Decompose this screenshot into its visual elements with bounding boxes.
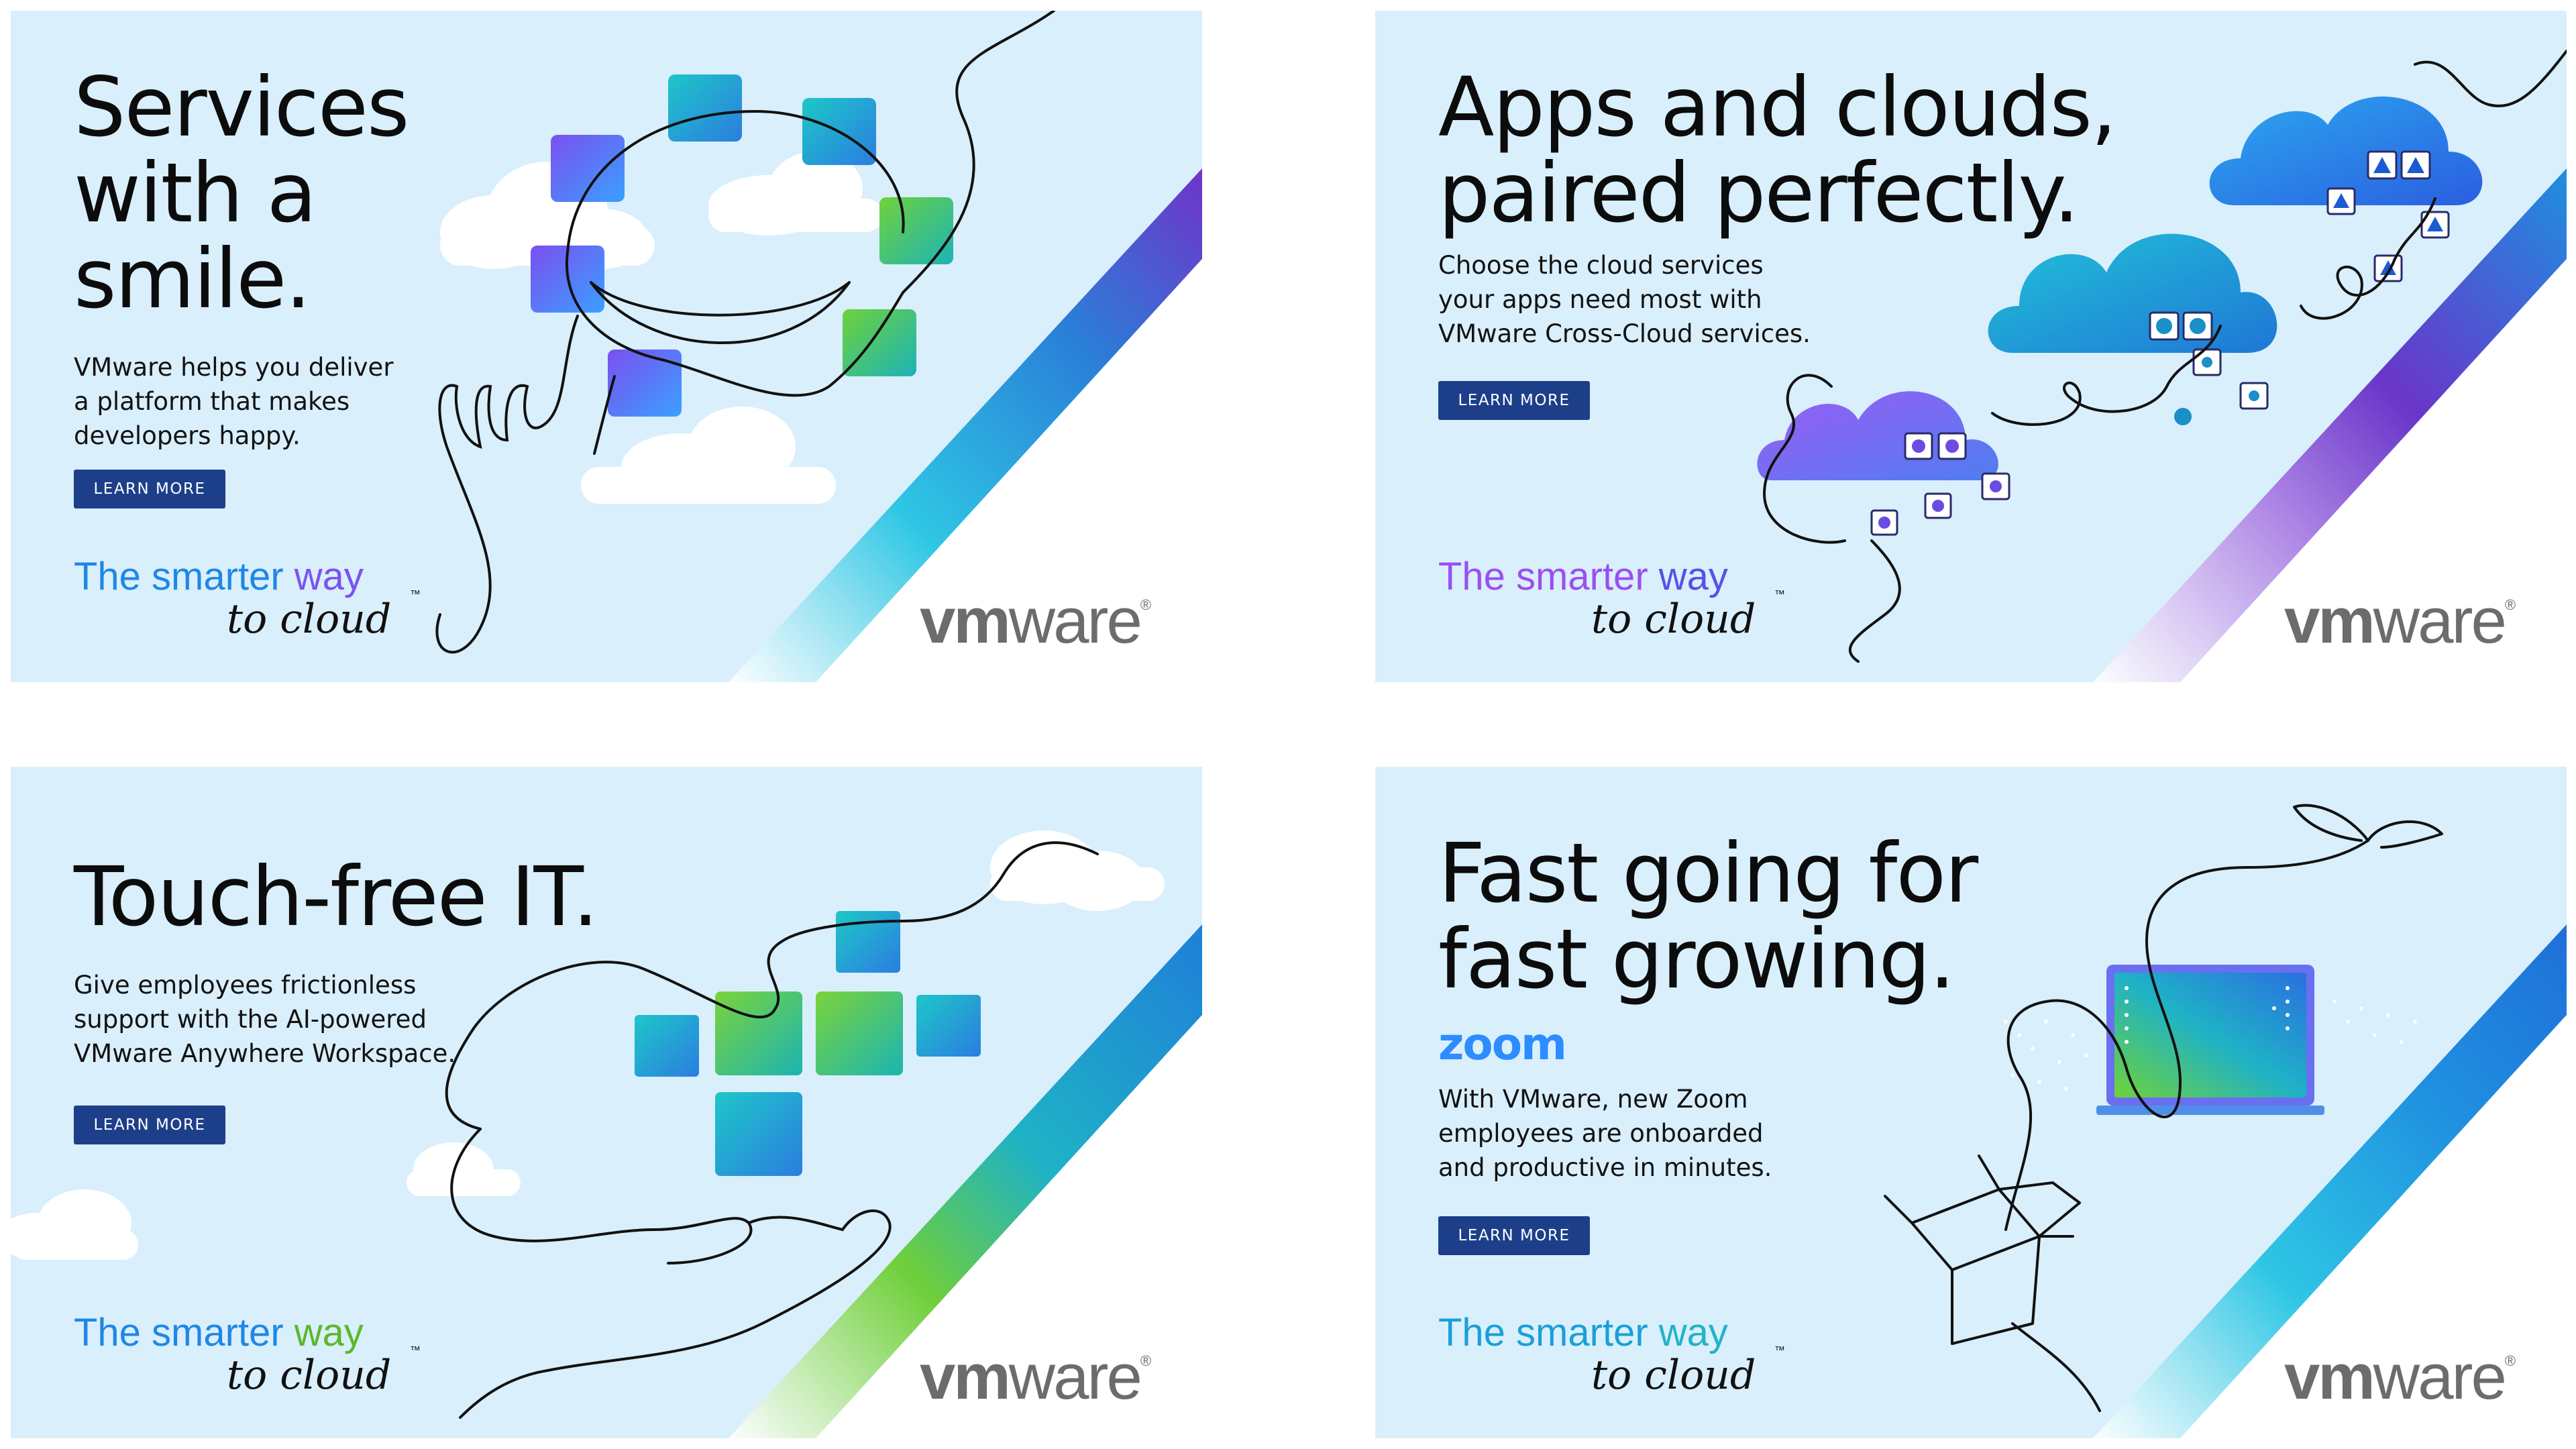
- corner-panel: [816, 259, 1202, 682]
- banner-illustration: [11, 830, 1202, 1438]
- body-copy: VMware helps you deliver a platform that…: [74, 353, 394, 450]
- tagline-accent: way: [294, 1311, 364, 1354]
- tagline-part: The smarter: [1438, 555, 1659, 598]
- vmware-logo: vmware®: [2284, 1340, 2516, 1414]
- corner-panel: [816, 1015, 1202, 1438]
- learn-more-button[interactable]: LEARN MORE: [1438, 381, 1590, 420]
- diagonal-stripe: [729, 924, 1202, 1438]
- tagline-smarter-way: The smarter way: [74, 554, 364, 599]
- headline: Apps and clouds, paired perfectly.: [1438, 60, 2117, 241]
- app-tiles: [635, 911, 981, 1176]
- screen-dots: [2125, 986, 2290, 1044]
- tagline-to-cloud: to cloud: [1591, 1352, 1756, 1399]
- cloud-shapes: [440, 152, 883, 504]
- logo-reg: ®: [1140, 596, 1152, 613]
- vmware-logo: vmware®: [2284, 584, 2516, 658]
- learn-more-button[interactable]: LEARN MORE: [1438, 1216, 1590, 1255]
- tagline-to-cloud: to cloud: [227, 1352, 392, 1399]
- tagline-part: The smarter: [1438, 1311, 1659, 1354]
- corner-panel: [2180, 1015, 2567, 1438]
- banner-apps-and-clouds: Apps and clouds, paired perfectly. Choos…: [1375, 11, 2567, 682]
- diagonal-stripe: [729, 168, 1202, 682]
- tagline-smarter-way: The smarter way: [1438, 1310, 1728, 1355]
- trademark: ™: [1774, 1345, 1785, 1356]
- banner-touch-free-it: Touch-free IT. Give employees frictionle…: [11, 767, 1202, 1438]
- logo-ware: ware: [2373, 585, 2507, 657]
- trademark: ™: [410, 589, 421, 600]
- logo-reg: ®: [2504, 1352, 2516, 1369]
- learn-more-button[interactable]: LEARN MORE: [74, 470, 225, 508]
- zoom-logo: zoom: [1438, 1018, 1567, 1070]
- app-tiles: [531, 74, 953, 417]
- logo-ware: ware: [1008, 585, 1142, 657]
- tagline-part: The smarter: [74, 1311, 294, 1354]
- trademark: ™: [1774, 589, 1785, 600]
- headline: Touch-free IT.: [74, 849, 598, 945]
- corner-panel: [2180, 259, 2567, 682]
- laptop: [2096, 965, 2324, 1115]
- tagline-smarter-way: The smarter way: [74, 1310, 364, 1355]
- icon-glyphs: [1878, 157, 2443, 529]
- logo-ware: ware: [1008, 1341, 1142, 1413]
- line-art-box-wings: [1884, 804, 2443, 1412]
- diagonal-stripe: [2093, 924, 2567, 1438]
- vmware-logo: vmware®: [920, 1340, 1151, 1414]
- banner-fast-going-for-fast-growing: Fast going for fast growing. zoom With V…: [1375, 767, 2567, 1438]
- tagline-to-cloud: to cloud: [1591, 596, 1756, 643]
- body-copy: With VMware, new Zoom employees are onbo…: [1438, 1085, 1772, 1182]
- tagline-accent: way: [294, 555, 364, 598]
- tagline-part: The smarter: [74, 555, 294, 598]
- vmware-logo: vmware®: [920, 584, 1151, 658]
- banner-illustration: [1884, 804, 2567, 1438]
- logo-vm: vm: [2284, 1341, 2375, 1413]
- body-copy: Choose the cloud services your apps need…: [1438, 251, 1811, 348]
- logo-ware: ware: [2373, 1341, 2507, 1413]
- tagline-smarter-way: The smarter way: [1438, 554, 1728, 599]
- logo-vm: vm: [920, 1341, 1011, 1413]
- tagline-to-cloud: to cloud: [227, 596, 392, 643]
- learn-more-button[interactable]: LEARN MORE: [74, 1106, 225, 1144]
- logo-vm: vm: [920, 585, 1011, 657]
- line-art-hand: [445, 841, 1099, 1419]
- tagline-accent: way: [1658, 1311, 1728, 1354]
- diagonal-stripe: [2093, 168, 2567, 682]
- connector-line: [1762, 50, 2567, 663]
- headline: Fast going for fast growing.: [1438, 826, 1978, 1007]
- banner-illustration: [1757, 50, 2567, 682]
- body-copy: Give employees frictionless support with…: [74, 971, 456, 1068]
- logo-reg: ®: [1140, 1352, 1152, 1369]
- line-art-smile-hand: [435, 11, 1055, 654]
- trademark: ™: [410, 1345, 421, 1356]
- data-dots: [2004, 1000, 2417, 1091]
- tagline-accent: way: [1658, 555, 1728, 598]
- banner-services-with-a-smile: Services with a smile. VMware helps you …: [11, 11, 1202, 682]
- banner-illustration: [435, 11, 1202, 682]
- headline: Services with a smile.: [74, 60, 409, 327]
- logo-vm: vm: [2284, 585, 2375, 657]
- logo-reg: ®: [2504, 596, 2516, 613]
